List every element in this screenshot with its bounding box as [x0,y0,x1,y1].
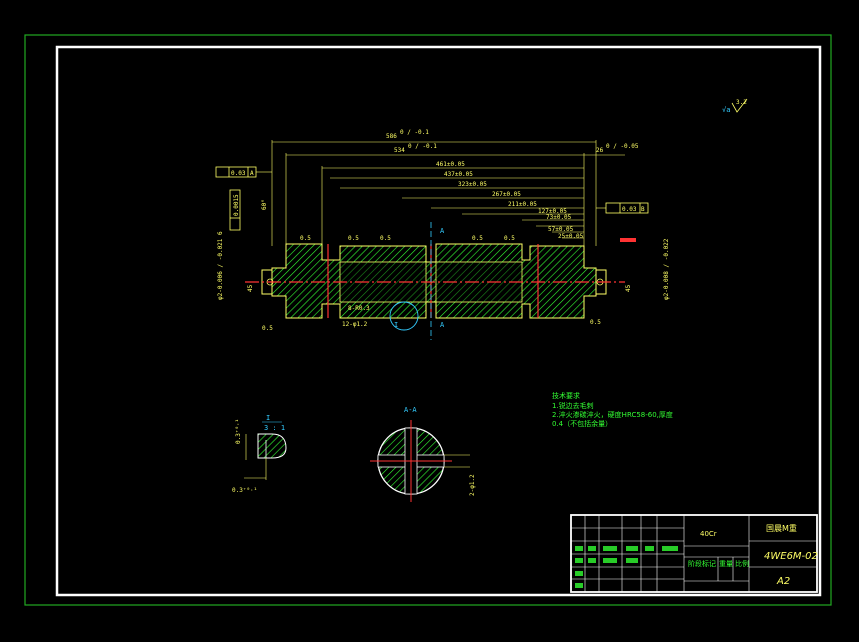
tolerance-vertical-value: 0.0015 [233,194,240,216]
dim-holes: 12-φ1.2 [342,321,368,328]
detail-callout: I [394,321,398,329]
dim-211: 211±0.05 [508,201,537,208]
dim-437: 437±0.05 [444,171,473,178]
dim-05-c: 0.5 [380,235,391,242]
dim-461: 461±0.05 [436,161,465,168]
dimension-chain [271,140,625,246]
dim-26: 26 [596,147,604,154]
detail-circle [389,301,419,331]
dim-left-45: 45 [247,284,254,292]
dim-26-tol: 0 / -0.05 [606,143,639,150]
dim-05-b: 0.5 [348,235,359,242]
svg-text:0.3⁺⁰·¹: 0.3⁺⁰·¹ [235,419,242,444]
tolerance-frame-vertical: 0.0015 [229,189,241,231]
detail-view: I 3 : 1 0.3⁺⁰·¹ 0.3⁺⁰·¹ [232,414,287,494]
svg-text:√a: √a [722,106,730,114]
dim-05-a: 0.5 [300,235,311,242]
dim-534-tol: 0 / -0.1 [408,143,437,150]
dim-radius: 8-R0.3 [348,305,370,312]
dim-05-g: 0.5 [590,319,601,326]
tolerance-right-value: 0.03 [622,206,637,213]
tolerance-left-datum: A [250,170,254,177]
dim-angle: 60° [261,199,268,210]
tech-req-line2: 2.淬火渗碳淬火，硬度HRC58-60,厚度 [552,410,673,419]
dim-586-tol: 0 / -0.1 [400,129,429,136]
dim-267: 267±0.05 [492,191,521,198]
title-sheet-size: A2 [776,576,790,587]
title-material: 40Cr [700,530,717,538]
technical-requirements: 技术要求 1.锐边去毛刺 2.淬火渗碳淬火，硬度HRC58-60,厚度 0.4（… [552,391,673,428]
dim-05-d: 0.5 [472,235,483,242]
roughness-corner-value: 3.2 [736,99,747,106]
section-mark-top: A [440,227,445,235]
section-a-a-view: A-A 2-φ1.2 [370,406,476,502]
dim-534: 534 [394,147,405,154]
title-scale-label: 比例 [735,559,749,568]
title-drawing-number: 4WE6M-02 [764,551,818,562]
detail-title: I [266,414,270,422]
tech-req-title: 技术要求 [552,391,580,400]
dim-57: 57±0.05 [548,226,574,233]
dim-right-diameter: φ2-0.008 / -0.022 [663,238,670,300]
svg-text:2-φ1.2: 2-φ1.2 [469,474,476,496]
tech-req-line3: 0.4（不包括余量） [552,419,612,428]
tolerance-right-datum: B [641,206,645,213]
shaft-main-view: A A I [245,222,636,340]
dim-73: 73±0.05 [546,214,572,221]
tolerance-left-value: 0.03 [231,170,246,177]
dim-25: 25±0.05 [558,233,584,240]
title-stage-label: 阶段标记 [688,559,716,568]
title-company: 国晨M重 [766,523,797,533]
drawing-border [55,45,822,597]
tolerance-frame-left: 0.03 A [215,166,272,178]
title-block: 40Cr 国晨M重 4WE6M-02 A2 阶段标记 重量 比例 [570,514,818,593]
dim-586: 586 [386,133,397,140]
dim-127: 127±0.05 [538,208,567,215]
roughness-corner-symbol: √a 3.2 [722,98,748,114]
section-title: A-A [404,406,417,414]
shaft-body-hatch [271,243,597,319]
dim-left-diameter: φ2-0.006 / -0.021 6 [217,231,224,300]
svg-text:0.3⁺⁰·¹: 0.3⁺⁰·¹ [232,487,257,494]
dim-323: 323±0.05 [458,181,487,188]
detail-scale: 3 : 1 [264,424,285,432]
dim-right-45: 45 [625,284,632,292]
tech-req-line1: 1.锐边去毛刺 [552,401,594,410]
dimension-labels: 586 0 / -0.1 534 0 / -0.1 26 0 / -0.05 4… [386,129,639,240]
title-weight-label: 重量 [719,560,733,568]
tolerance-frame-right: 0.03 B [596,202,649,214]
outer-frame [24,34,832,606]
section-mark-bottom: A [440,321,445,329]
dim-05-f: 0.5 [262,325,273,332]
dim-05-e: 0.5 [504,235,515,242]
